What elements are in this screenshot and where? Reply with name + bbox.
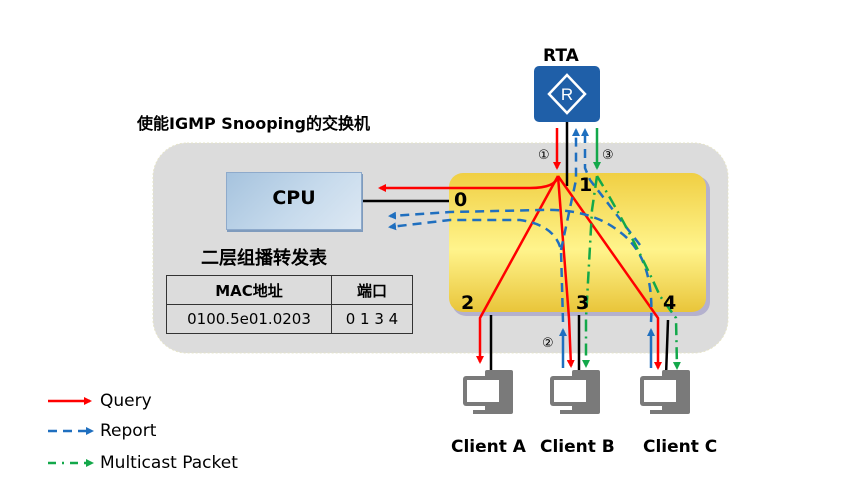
client-b-label: Client B [540,437,615,457]
query-to-port3 [556,175,575,368]
report-to-router-1 [559,128,580,251]
header-mac: MAC地址 [166,275,332,305]
forwarding-table-title: 二层组播转发表 [201,248,327,269]
legend-query-label: Query [100,391,152,411]
table-header-row: MAC地址 端口 [166,275,413,305]
cell-ports: 0 1 3 4 [331,304,413,334]
table-row: 0100.5e01.0203 0 1 3 4 [166,304,413,334]
port-label-1: 1 [579,174,593,196]
cpu-label: CPU [272,187,316,209]
port-label-0: 0 [454,189,468,211]
step-2: ② [542,336,554,351]
client-c-label: Client C [643,437,718,457]
diagram-title: 使能IGMP Snooping的交换机 [137,114,370,133]
step-3: ③ [602,148,614,163]
cell-mac: 0100.5e01.0203 [166,304,332,334]
multicast-to-port3 [582,175,599,368]
report-portC-path [388,208,653,323]
port-label-3: 3 [576,292,590,314]
query-flows [378,128,662,370]
step-1: ① [538,148,550,163]
header-port: 端口 [331,275,413,305]
legend-multicast-label: Multicast Packet [100,453,238,473]
cpu-box: CPU [226,172,362,230]
pc-icon [640,370,690,414]
port-label-4: 4 [663,292,677,314]
report-flows [388,128,655,368]
query-to-port4 [556,175,662,370]
pc-icon [463,370,513,414]
port-label-2: 2 [461,292,475,314]
legend-report-label: Report [100,421,157,441]
report-portB-path [388,218,565,323]
link-port4-clientC [664,319,670,377]
multicast-flows [582,128,681,370]
pc-icon [550,370,600,414]
client-a-label: Client A [451,437,526,457]
forwarding-table: MAC地址 端口 0100.5e01.0203 0 1 3 4 [166,275,413,334]
router-icon: R [547,73,587,115]
switch-body [449,173,706,312]
router-glyph: R [561,85,573,104]
multicast-to-port4 [595,175,681,370]
router-label: RTA [543,46,579,66]
router-box [534,66,600,122]
